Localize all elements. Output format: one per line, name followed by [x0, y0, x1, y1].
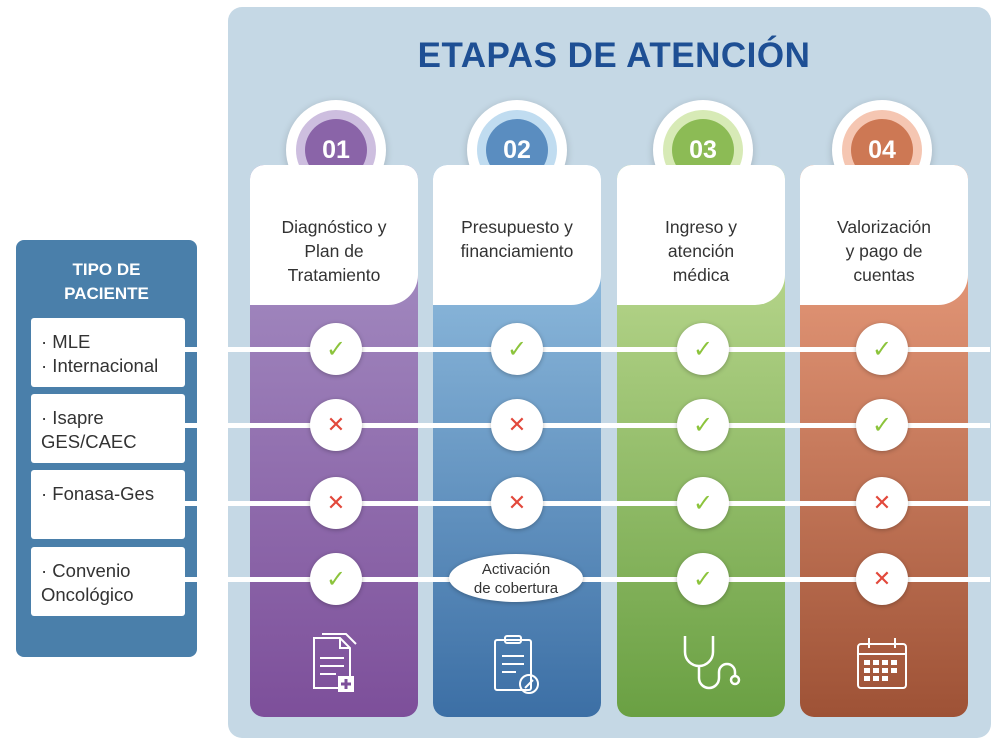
- stage-label-card: [250, 165, 418, 305]
- patient-type-item: · Fonasa-Ges: [31, 470, 185, 539]
- check-icon: ✓: [856, 399, 908, 451]
- stage-label-card: [617, 165, 785, 305]
- check-icon: ✓: [677, 323, 729, 375]
- stage-label-card: [800, 165, 968, 305]
- check-icon: ✓: [310, 323, 362, 375]
- cross-icon: ✕: [856, 553, 908, 605]
- page-title: ETAPAS DE ATENCIÓN: [417, 36, 811, 75]
- check-icon: ✓: [310, 553, 362, 605]
- patient-type-item: · Convenio Oncológico: [31, 547, 185, 616]
- check-icon: ✓: [677, 553, 729, 605]
- row-connector-line: [185, 347, 990, 352]
- cross-icon: ✕: [491, 399, 543, 451]
- stage-label: Diagnóstico y Plan de Tratamiento: [281, 217, 387, 285]
- coverage-activation-badge: Activación de cobertura: [449, 554, 583, 602]
- clipboard-edit-icon: [487, 632, 547, 696]
- cross-icon: ✕: [856, 477, 908, 529]
- patient-type-item: · Isapre GES/CAEC: [31, 394, 185, 463]
- stage-label: Valorización y pago de cuentas: [836, 217, 932, 285]
- check-icon: ✓: [856, 323, 908, 375]
- check-icon: ✓: [491, 323, 543, 375]
- stage-column-01: Diagnóstico y Plan de Tratamiento: [250, 165, 418, 717]
- cross-icon: ✕: [310, 477, 362, 529]
- stage-label: Ingreso y atención médica: [665, 217, 737, 285]
- patient-type-item: · MLE · Internacional: [31, 318, 185, 387]
- row-connector-line: [185, 577, 990, 582]
- patient-type-header: TIPO DE PACIENTE: [64, 260, 149, 303]
- row-connector-line: [185, 423, 990, 428]
- stage-column-02: Presupuesto y financiamiento: [433, 165, 601, 717]
- check-icon: ✓: [677, 399, 729, 451]
- stage-label: Presupuesto y financiamiento: [460, 217, 574, 261]
- stage-label-card: [433, 165, 601, 305]
- cross-icon: ✕: [491, 477, 543, 529]
- check-icon: ✓: [677, 477, 729, 529]
- calendar-icon: [852, 632, 912, 696]
- row-connector-line: [185, 501, 990, 506]
- stethoscope-icon: [673, 632, 741, 696]
- cross-icon: ✕: [310, 399, 362, 451]
- document-medical-icon: [306, 632, 366, 696]
